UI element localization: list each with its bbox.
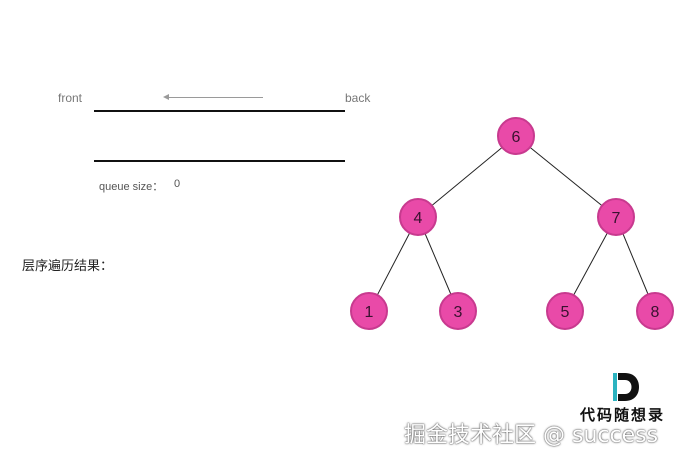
tree-node-value: 8 (651, 304, 660, 321)
queue-size-value: 0 (174, 178, 181, 190)
tree-node-1: 1 (350, 292, 388, 330)
queue-size-label: queue size： (99, 181, 164, 193)
tree-node-circle (636, 292, 674, 330)
tree-node-7: 7 (597, 198, 635, 236)
tree-node-8: 8 (636, 292, 674, 330)
tree-node-5: 5 (546, 292, 584, 330)
tree-node-circle (497, 117, 535, 155)
brand-name: 代码随想录 (580, 406, 666, 424)
tree-node-circle (546, 292, 584, 330)
tree-node-value: 1 (365, 304, 374, 321)
tree-node-circle (350, 292, 388, 330)
queue-back-label: back (345, 91, 371, 105)
tree-node-6: 6 (497, 117, 535, 155)
watermark-text: 掘金技术社区 @ success (404, 423, 659, 448)
brand-logo-icon (613, 373, 639, 401)
tree-edge-n6-n4 (417, 135, 517, 218)
tree-nodes: 6 4 7 1 3 5 8 (350, 117, 674, 330)
tree-node-value: 5 (561, 304, 570, 321)
tree-node-4: 4 (399, 198, 437, 236)
queue-front-label: front (58, 91, 83, 105)
tree-edge-n6-n7 (515, 135, 617, 218)
tree-node-circle (597, 198, 635, 236)
traversal-result-label: 层序遍历结果： (22, 258, 114, 273)
tree-node-3: 3 (439, 292, 477, 330)
arrow-shaft (168, 97, 263, 98)
tree-node-circle (439, 292, 477, 330)
arrow-left-icon (163, 94, 169, 100)
tree-node-value: 3 (454, 304, 463, 321)
tree-node-circle (399, 198, 437, 236)
queue-top-border (94, 110, 345, 112)
tree-node-value: 6 (512, 129, 521, 146)
tree-node-value: 7 (612, 210, 621, 227)
tree-node-value: 4 (414, 210, 423, 227)
queue-bottom-border (94, 160, 345, 162)
